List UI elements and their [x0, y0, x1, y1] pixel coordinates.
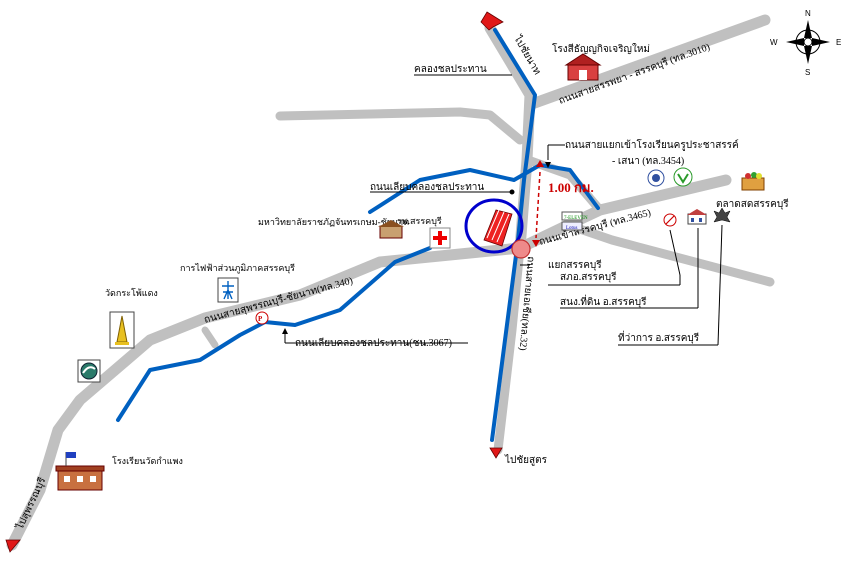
- road-east-lower: [563, 220, 775, 287]
- label-to-chaisutr: ไปชัยสูตร: [504, 454, 548, 466]
- label-liap-khlong-north: ถนนเลียบคลองชลประทาน: [370, 181, 484, 193]
- land-office-icon: [687, 209, 707, 225]
- svg-text:P: P: [258, 315, 263, 323]
- market-icon: [741, 172, 765, 191]
- canal-main: [490, 28, 537, 442]
- university-icon: [378, 220, 404, 239]
- distance-marker: 1.00 กม.: [532, 160, 594, 247]
- label-to-rongrian-khru: ถนนสายแยกเข้าโรงเรียนครูประชาสรรค์: [565, 138, 739, 151]
- label-junction: แยกสรรคบุรี: [548, 259, 602, 271]
- school-icon: [55, 452, 105, 491]
- road-west-upper: [275, 107, 525, 145]
- lotus-text: Lotus: [566, 226, 577, 231]
- road-sanphraya: [526, 14, 771, 110]
- label-group: คลองชลประทาน ถนนเลียบคลองชลประทาน ถนนสาย…: [105, 42, 789, 466]
- bank-icon-2: [673, 167, 693, 187]
- police-icon: [663, 213, 677, 227]
- label-university: มหาวิทยาลัยราชภัฏจันทรเกษม-ชัยนาท: [258, 217, 409, 227]
- bank-icon: [647, 169, 665, 187]
- seven-eleven-text: 7-ELEVEN: [564, 216, 588, 221]
- arrow-to-suphanburi: [5, 539, 21, 553]
- distance-label: 1.00 กม.: [548, 180, 594, 195]
- roads-layer: [6, 14, 775, 551]
- compass-east: E: [836, 38, 841, 47]
- road-main-south: [493, 243, 525, 455]
- compass-west: W: [770, 38, 778, 47]
- arrow-to-chainat: [480, 11, 504, 31]
- label-district-office: ที่ว่าการ อ.สรรคบุรี: [618, 330, 700, 344]
- arrows-layer: [5, 11, 504, 553]
- label-liap-khlong-3067: ถนนเลียบคลองชลประทาน(ชน.3067): [295, 337, 452, 349]
- label-rice-mill: โรงสีธัญญกิจเจริญใหม่: [552, 42, 650, 55]
- road-khao-sankhaburi: [514, 174, 732, 254]
- label-market: ตลาดสดสรรคบุรี: [716, 198, 789, 210]
- gas-station-icon: P: [255, 311, 269, 325]
- canal-north-west: [368, 163, 600, 214]
- compass-south: S: [805, 68, 810, 77]
- callouts: [284, 74, 723, 346]
- label-khlong: คลองชลประทาน: [414, 64, 487, 75]
- label-school: โรงเรียนวัดกำแพง: [112, 456, 183, 466]
- government-emblem-icon: [77, 359, 101, 383]
- label-police: สภอ.สรรคบุรี: [560, 271, 617, 283]
- label-to-suphanburi: ไปสุพรรณบุรี: [13, 475, 48, 532]
- label-land-office: สนง.ที่ดิน อ.สรรคบุรี: [560, 294, 647, 308]
- compass-icon: N S W E: [770, 9, 841, 77]
- district-office-icon: [713, 207, 731, 223]
- arrow-to-chaisutr: [489, 447, 503, 459]
- road-spur: [201, 326, 219, 349]
- compass-north: N: [805, 9, 811, 18]
- destination-marker-icon: [464, 198, 524, 254]
- road-suphan-chainat: [6, 242, 526, 551]
- convenience-store-icon: 7-ELEVEN Lotus: [561, 211, 588, 231]
- label-temple: วัดกระโพ้แดง: [105, 288, 158, 298]
- hospital-cross-icon: [429, 227, 451, 249]
- label-hospital: รพ.สรรคบุรี: [397, 216, 442, 227]
- label-electricity: การไฟฟ้าส่วนภูมิภาคสรรคบุรี: [180, 263, 295, 274]
- rice-mill-icon: [564, 53, 602, 81]
- electricity-icon: [217, 277, 239, 303]
- label-to-rongrian-khru-2: - เสนา (ทล.3454): [612, 156, 684, 167]
- temple-icon: [109, 311, 135, 349]
- junction-marker-icon: [511, 239, 531, 259]
